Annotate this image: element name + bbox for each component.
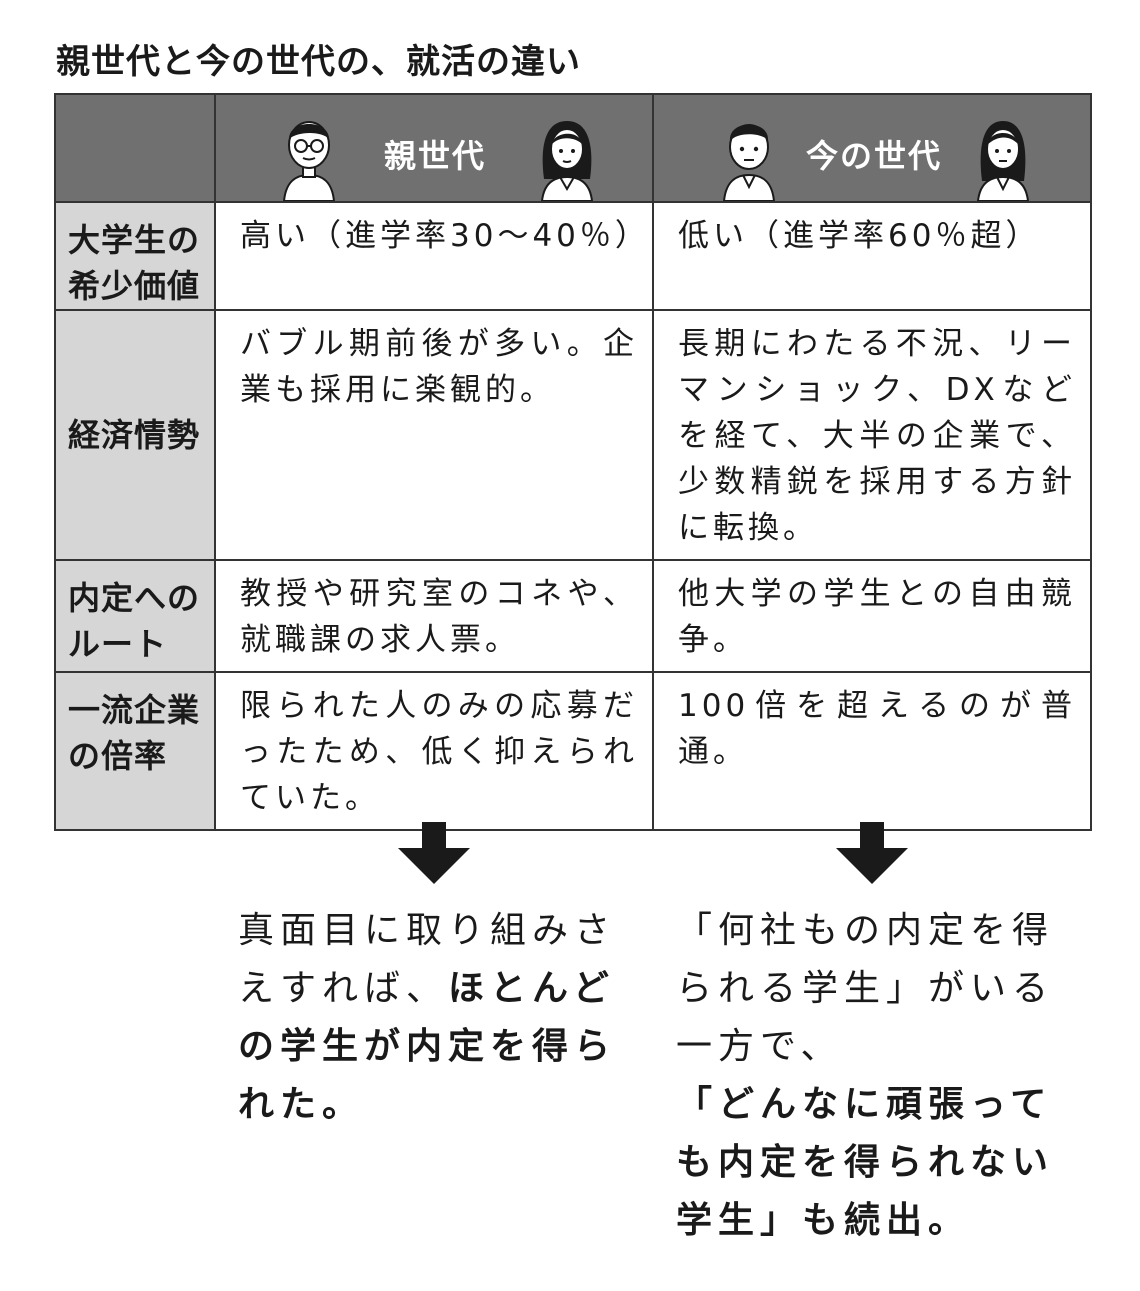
cell-current: 長期にわたる不況、リーマンショック、DXなどを経て、大半の企業で、少数精鋭を採用… [652,309,1092,561]
person-icon [976,121,1030,201]
header-parent-generation: 親世代 [214,93,654,203]
cell-current: 他大学の学生との自由競争。 [652,559,1092,673]
result-parent-plain: 真面目に取り組みさえすれば、 [238,910,617,1009]
header-label-parent: 親世代 [384,137,487,175]
cell-parent: 限られた人のみの応募だったため、低く抑えられていた。 [214,671,654,831]
person-icon [282,121,336,201]
row-label: 一流企業の倍率 [54,671,216,831]
table-row: 内定へのルート 教授や研究室のコネや、就職課の求人票。 他大学の学生との自由競争… [54,559,1092,673]
row-label: 経済情勢 [54,309,216,561]
result-parent-bold: ほとんどの学生が内定を得られた。 [238,968,617,1125]
row-label: 内定へのルート [54,559,216,673]
person-icon [722,124,776,201]
table-row: 経済情勢 バブル期前後が多い。企業も採用に楽観的。 長期にわたる不況、リーマンシ… [54,309,1092,561]
cell-parent: バブル期前後が多い。企業も採用に楽観的。 [214,309,654,561]
table-row: 一流企業の倍率 限られた人のみの応募だったため、低く抑えられていた。 100倍を… [54,671,1092,831]
page-title: 親世代と今の世代の、就活の違い [56,42,581,82]
result-current-bold: 「どんなに頑張っても内定を得られない学生」も続出。 [676,1084,1055,1241]
table-row: 大学生の希少価値 高い（進学率30〜40％） 低い（進学率60％超） [54,201,1092,311]
cell-parent: 高い（進学率30〜40％） [214,201,654,311]
header-current-generation: 今の世代 [652,93,1092,203]
result-current: 「何社もの内定を得られる学生」がいる一方で、「どんなに頑張っても内定を得られない… [676,902,1076,1250]
header-empty-cell [54,93,216,203]
arrow-down-icon [398,822,470,884]
row-label: 大学生の希少価値 [54,201,216,311]
comparison-table: 親世代 [54,93,1092,831]
person-icon [540,121,594,201]
header-row: 親世代 [54,93,1092,203]
header-label-current: 今の世代 [806,137,943,175]
cell-parent: 教授や研究室のコネや、就職課の求人票。 [214,559,654,673]
result-parent: 真面目に取り組みさえすれば、ほとんどの学生が内定を得られた。 [238,902,638,1134]
cell-current: 100倍を超えるのが普通。 [652,671,1092,831]
arrow-down-icon [836,822,908,884]
cell-current: 低い（進学率60％超） [652,201,1092,311]
result-current-plain: 「何社もの内定を得られる学生」がいる一方で、 [676,910,1055,1067]
